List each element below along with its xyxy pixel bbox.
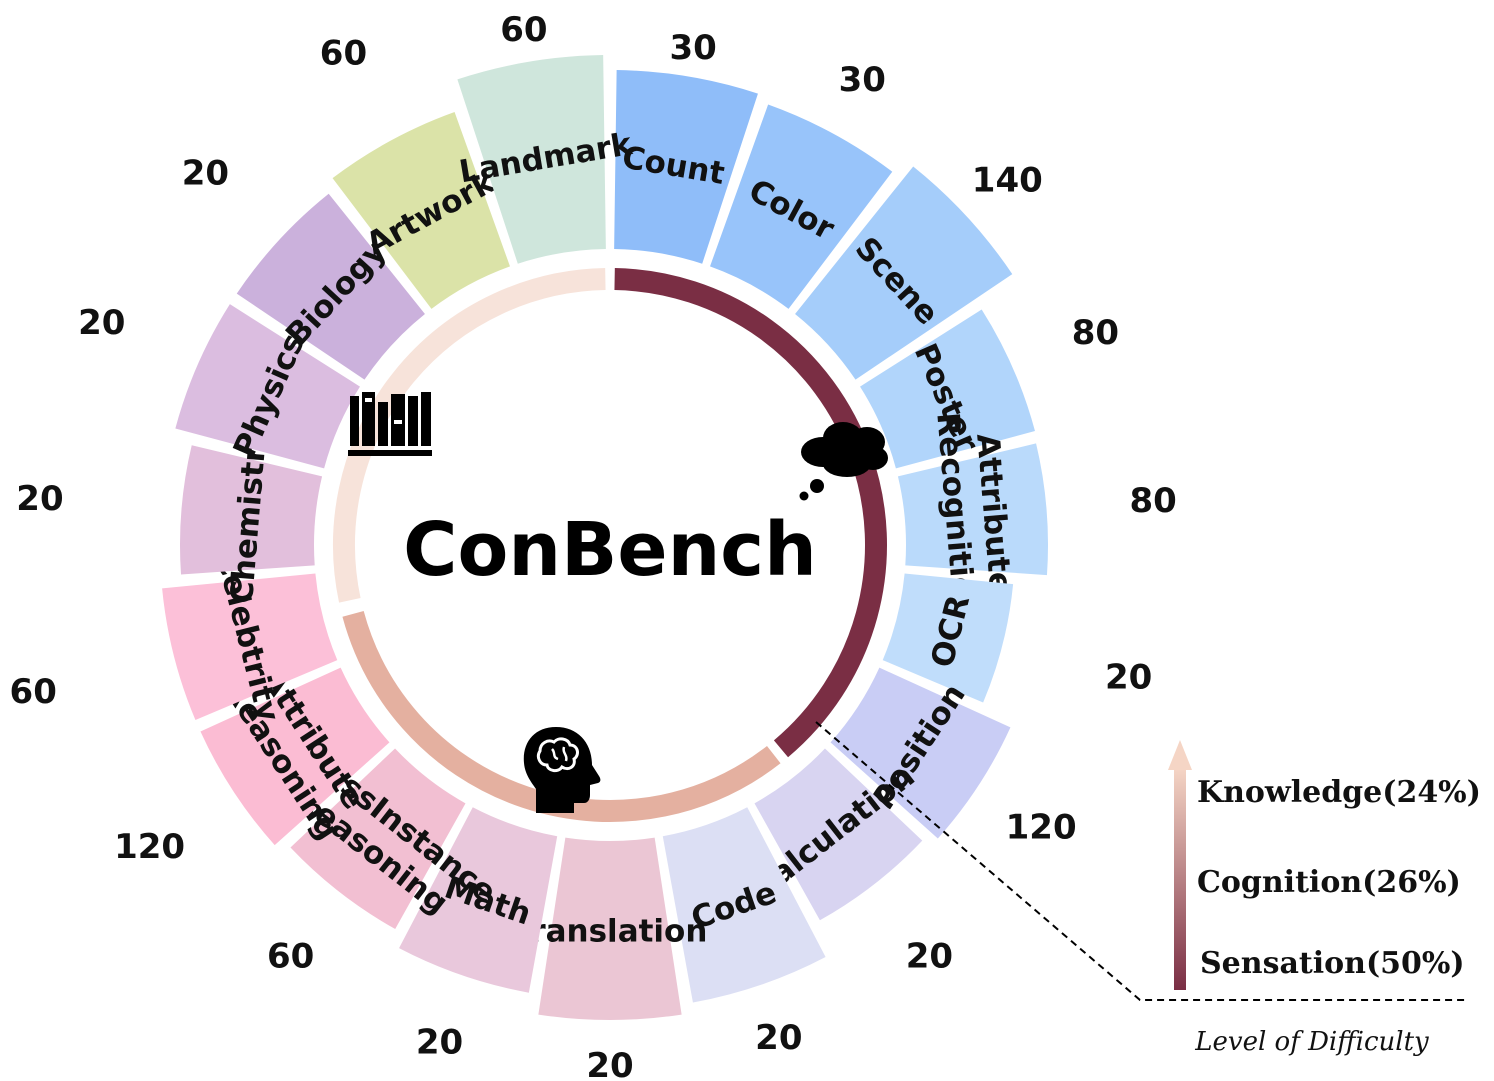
segment-count: 120 <box>1006 808 1077 848</box>
books-icon <box>348 392 432 456</box>
segment-count: 20 <box>78 303 125 343</box>
difficulty-legend: Knowledge(24%) Cognition(26%) Sensation(… <box>1168 740 1481 1057</box>
segment-wedge <box>179 445 323 575</box>
brain-head-icon <box>523 727 601 813</box>
segment-count: 30 <box>839 60 886 100</box>
legend-item-knowledge: Knowledge(24%) <box>1197 775 1481 810</box>
legend-caption: Level of Difficulty <box>1194 1027 1429 1057</box>
segment-count: 80 <box>1072 313 1119 353</box>
legend-arrow-head <box>1168 740 1192 770</box>
segment-count: 60 <box>320 33 367 73</box>
legend-item-sensation: Sensation(50%) <box>1200 946 1465 981</box>
legend-gradient-bar <box>1174 768 1186 990</box>
segment-count: 120 <box>114 827 185 867</box>
segment-wedge <box>710 104 893 309</box>
segment-wedge <box>860 309 1035 469</box>
ring-arc-cognition <box>342 610 781 822</box>
segment-wedge <box>200 667 390 846</box>
segment-wedge <box>457 55 606 264</box>
segment-wedge <box>538 837 682 1020</box>
segment-count: 20 <box>182 153 229 193</box>
thought-cloud-icon <box>799 422 888 501</box>
segment-count: 140 <box>972 160 1043 200</box>
segment-count: 20 <box>1105 657 1152 697</box>
segment-wedge <box>399 807 558 993</box>
segment-count: 20 <box>16 479 63 519</box>
segment-wedge <box>175 304 360 469</box>
segment-wedge <box>614 70 758 264</box>
segment-wedge <box>830 667 1011 839</box>
segment-wedge <box>662 807 826 1003</box>
segment-wedge <box>882 573 1014 703</box>
diagram-title: ConBench <box>403 507 817 593</box>
segment-count: 20 <box>416 1023 463 1063</box>
segment-count: 60 <box>10 672 57 712</box>
segment-wedge <box>795 166 1013 380</box>
segment-count: 60 <box>267 936 314 976</box>
segment-wedge <box>754 748 923 921</box>
segment-count: 20 <box>755 1018 802 1058</box>
segment-wedge <box>236 193 425 380</box>
segment-wedge <box>290 748 466 930</box>
segment-wedge <box>332 112 510 309</box>
segment-label: Translation <box>513 914 708 950</box>
ring-arc-knowledge <box>333 268 606 603</box>
segment-count: 80 <box>1129 481 1176 521</box>
leader-dashed-line <box>815 721 1468 1001</box>
segment-count: 60 <box>500 10 547 50</box>
segment-translation: Translation 20 <box>513 837 708 1081</box>
segment-count: 20 <box>586 1046 633 1081</box>
segment-wedge <box>162 573 338 720</box>
legend-item-cognition: Cognition(26%) <box>1197 865 1461 900</box>
segment-wedge <box>897 443 1048 576</box>
segment-count: 20 <box>906 936 953 976</box>
segment-count: 30 <box>669 28 716 68</box>
